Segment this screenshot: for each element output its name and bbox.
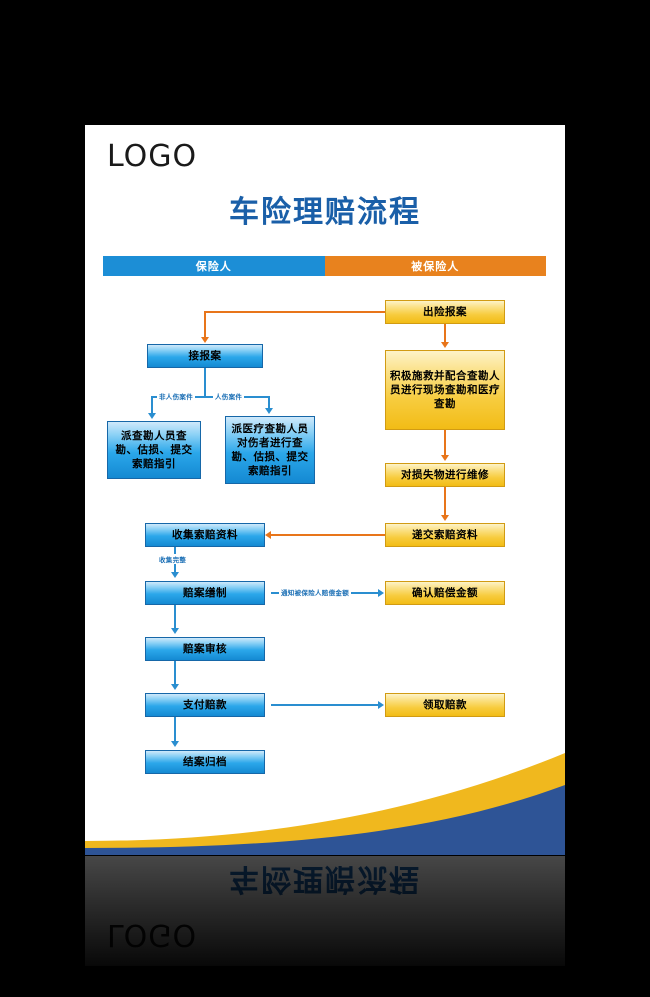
decorative-curve (85, 753, 565, 855)
edge-label-notify-amount: 通知被保险人赔偿金额 (279, 587, 351, 597)
edge-pay-to-receive (271, 704, 379, 706)
node-receive-claim[interactable]: 领取赔款 (385, 693, 505, 717)
poster-reflection: LOGO 车险理赔流程 保险人 被保险人 出险报案 积极施救并配合查勘人员进行现… (85, 856, 565, 966)
edge-repair-to-submit (444, 487, 446, 516)
node-collect-docs[interactable]: 收集索赔资料 (145, 523, 265, 547)
node-prepare-case[interactable]: 赔案缮制 (145, 581, 265, 605)
node-confirm-amount[interactable]: 确认赔偿金额 (385, 581, 505, 605)
edge-bus-left-down (151, 396, 153, 414)
edge-submit-to-collect (271, 534, 385, 536)
node-submit-docs[interactable]: 递交索赔资料 (385, 523, 505, 547)
node-rescue[interactable]: 积极施救并配合查勘人员进行现场查勘和医疗查勘 (385, 350, 505, 430)
node-survey-injury[interactable]: 派医疗查勘人员对伤者进行查勘、估损、提交索赔指引 (225, 416, 315, 484)
logo: LOGO (107, 139, 198, 174)
node-repair[interactable]: 对损失物进行维修 (385, 463, 505, 487)
edge-rescue-to-repair (444, 430, 446, 456)
node-receive-report[interactable]: 接报案 (147, 344, 263, 368)
arrow-pay-to-receive (378, 701, 384, 709)
edge-report-to-rescue (444, 324, 446, 343)
arrow-audit-to-pay (171, 684, 179, 690)
node-close-archive[interactable]: 结案归档 (145, 750, 265, 774)
edge-label-injury: 人伤案件 (213, 391, 245, 401)
arrow-prepare-to-confirm (378, 589, 384, 597)
arrow-bus-to-survey-normal (148, 413, 156, 419)
arrow-repair-to-submit (441, 515, 449, 521)
lane-header-band: 保险人 被保险人 (103, 256, 546, 276)
edge-report-to-receive-v (204, 311, 206, 338)
node-report-claim[interactable]: 出险报案 (385, 300, 505, 324)
arrow-pay-to-archive (171, 741, 179, 747)
arrow-report-to-receive (201, 337, 209, 343)
arrow-bus-to-survey-injury (265, 408, 273, 414)
edge-label-docs-complete: 收集完整 (157, 554, 189, 564)
edge-receive-bus-v (204, 368, 206, 397)
arrow-rescue-to-repair (441, 455, 449, 461)
edge-report-to-receive-h (204, 311, 385, 313)
arrow-collect-to-prepare (171, 572, 179, 578)
node-pay-claim[interactable]: 支付赔款 (145, 693, 265, 717)
reflection-shade (85, 856, 565, 966)
arrow-report-to-rescue (441, 342, 449, 348)
edge-pay-to-archive (174, 717, 176, 742)
edge-audit-to-pay (174, 661, 176, 685)
edge-label-non-injury: 非人伤案件 (157, 391, 195, 401)
node-survey-normal[interactable]: 派查勘人员查勘、估损、提交索赔指引 (107, 421, 201, 479)
lane-insurer: 保险人 (103, 256, 325, 276)
edge-bus-right-down (268, 396, 270, 409)
arrow-prepare-to-audit (171, 628, 179, 634)
poster-card: LOGO 车险理赔流程 保险人 被保险人 出险报案 积极施救并配合查勘人员进行现… (85, 125, 565, 855)
arrow-submit-to-collect (265, 531, 271, 539)
edge-prepare-to-audit (174, 605, 176, 629)
page-title: 车险理赔流程 (229, 195, 421, 230)
lane-insured: 被保险人 (324, 256, 546, 276)
node-audit-case[interactable]: 赔案审核 (145, 637, 265, 661)
edge-receive-bus-h (151, 396, 270, 398)
